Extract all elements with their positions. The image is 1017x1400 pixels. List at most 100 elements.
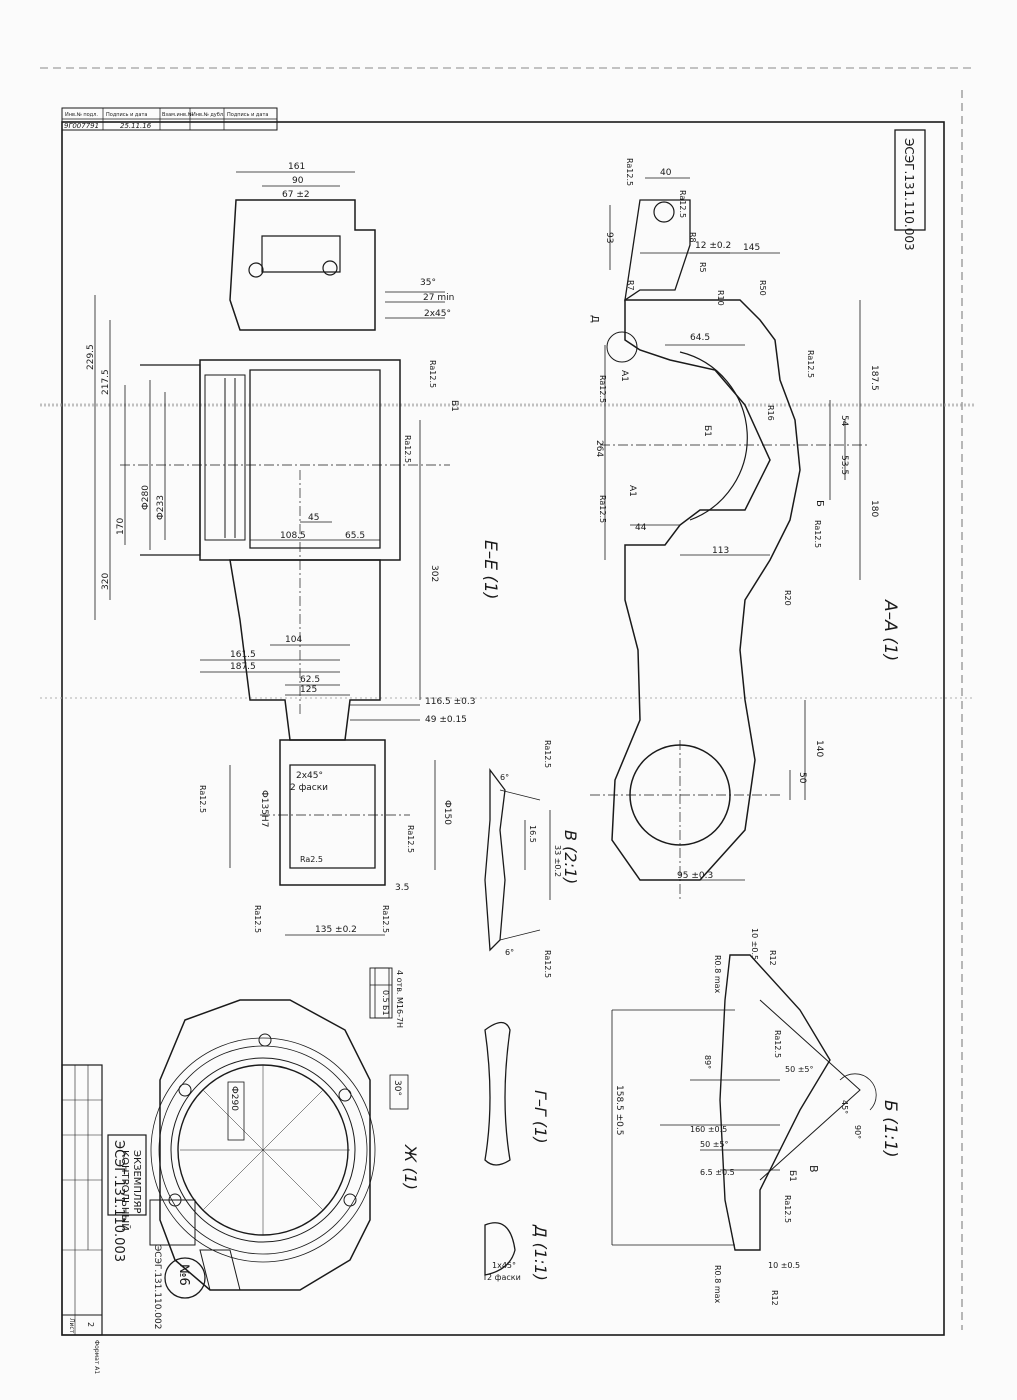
r-aa-10: R10 (716, 290, 725, 306)
dim-b-50b: 50 ±5° (700, 1140, 729, 1149)
dim-aa-264: 264 (594, 440, 604, 457)
stamp-text-1: КОНТРОЛЬНЫЙ (119, 1150, 132, 1231)
ra-aa-4: Ra12.5 (598, 375, 607, 403)
datum-d-aa: Д (589, 315, 600, 323)
dim-b-10: 10 ±0.5 (750, 928, 759, 960)
dim-d-ch2: 2 фаски (487, 1273, 521, 1282)
ra-aa-6: Ra12.5 (813, 520, 822, 548)
dim-62: 62.5 (300, 675, 320, 685)
dim-233: Ф233 (156, 495, 166, 520)
ra-v-1: Ra12.5 (543, 740, 552, 768)
dim-aa-140: 140 (814, 740, 824, 757)
view-b (611, 954, 877, 1251)
dim-aa-64: 64.5 (690, 333, 710, 343)
dim-125: 125 (300, 685, 317, 695)
strip-col2: Подпись и дата (106, 112, 147, 118)
dim-150: Ф150 (442, 800, 452, 825)
dim-b-45: 45° (840, 1100, 849, 1114)
dim-chamfer: 2x45° (296, 771, 323, 781)
drawing-frame (61, 121, 945, 1336)
dim-aa-180: 180 (869, 500, 879, 517)
strip-col5: Подпись и дата (227, 112, 268, 118)
dim-161b: 161.5 (230, 650, 256, 660)
dim-aa-40: 40 (660, 168, 672, 178)
dim-320: 320 (101, 573, 111, 590)
ra-ee-4: Ra12.5 (406, 825, 415, 853)
format-label: Формат А1 (93, 1340, 100, 1374)
dim-49: 49 ±0.15 (425, 715, 467, 725)
ra-ee-6: Ra12.5 (253, 905, 262, 933)
dim-b-90: 90° (853, 1125, 862, 1139)
ra-ee-3: Ra12.5 (198, 785, 207, 813)
doc-number-top: ЭСЭГ.131.110.003 (902, 138, 916, 251)
ra-b-2: Ra12.5 (783, 1195, 792, 1223)
dim-108: 108.5 (280, 531, 306, 541)
dim-187: 187.5 (230, 662, 256, 672)
dim-170: 170 (116, 518, 126, 535)
r-b-12b: R12 (770, 1290, 779, 1306)
r-aa-5: R5 (698, 262, 707, 273)
dim-302: 302 (429, 565, 439, 582)
r-aa-7: R7 (626, 280, 635, 291)
sheet-number: 2 (86, 1322, 95, 1327)
view-title-b: Б (1:1) (880, 1100, 900, 1158)
view-title-aa: А–А (1) (880, 599, 900, 661)
r-aa-8: R8 (688, 232, 697, 243)
dim-27min: 27 min (423, 293, 454, 303)
section-aa (590, 177, 870, 900)
view-title-zh: Ж (1) (401, 1144, 420, 1190)
datum-a1-aa-2: А1 (627, 485, 637, 497)
dim-b-160: 160 ±0.5 (690, 1125, 727, 1134)
ra-ee-1: Ra12.5 (428, 360, 437, 388)
dim-161: 161 (288, 162, 305, 172)
view-title-v: В (2:1) (561, 830, 580, 884)
dim-3-5: 3.5 (395, 883, 409, 893)
dim-229: 229.5 (86, 344, 96, 370)
dim-zh-tol: 0.5 (381, 990, 390, 1003)
view-d (484, 1222, 516, 1280)
datum-b1-b: Б1 (787, 1170, 797, 1182)
sheet-label: Лист (68, 1318, 75, 1334)
dim-b-89: 89° (703, 1055, 712, 1069)
view-title-d: Д (1:1) (531, 1224, 550, 1281)
ra-ee-7: Ra12.5 (381, 905, 390, 933)
dim-67: 67 ±2 (282, 190, 310, 200)
ra-aa-2: Ra12.5 (678, 190, 687, 218)
view-title-ee: Е–Е (1) (480, 540, 500, 599)
dim-65: 65.5 (345, 531, 365, 541)
dim-v-6a: 6° (500, 773, 509, 782)
dim-zh-holes: 4 отв. М16-7Н (395, 970, 404, 1028)
strip-col4: Инв.№ дубл. (192, 112, 225, 118)
dim-35deg: 35° (420, 278, 436, 288)
dim-aa-53: 53.5 (839, 455, 849, 475)
r-aa-20: R20 (783, 590, 792, 606)
strip-col1: Инв.№ подл. (65, 112, 98, 118)
dim-zh-phi: Ф290 (229, 1086, 239, 1111)
inv-number: 9Г007791 (64, 122, 99, 130)
ra-b-1: Ra12.5 (773, 1030, 782, 1058)
dim-90: 90 (292, 176, 304, 186)
dim-zh-30: 30° (392, 1080, 402, 1096)
r-aa-16: R16 (766, 405, 775, 421)
ra-aa-5: Ra12.5 (598, 495, 607, 523)
dim-116: 116.5 ±0.3 (425, 697, 475, 707)
view-gg (484, 1021, 511, 1166)
datum-b1-aa: Б1 (702, 425, 712, 437)
dim-45: 45 (308, 513, 319, 523)
dim-2x45: 2x45° (424, 309, 451, 319)
dim-v-16: 16.5 (528, 825, 537, 843)
dim-b-10b: 10 ±0.5 (768, 1261, 800, 1270)
strip-col3: Взам.инв.№ (162, 112, 194, 118)
dim-d-ch: 1x45° (492, 1261, 516, 1270)
strip-date: 25.11.16 (120, 122, 152, 130)
dim-aa-54: 54 (839, 415, 849, 427)
r-aa-50: R50 (758, 280, 767, 296)
r-b-12: R12 (768, 950, 777, 966)
dim-135h: Ф135Н7 (259, 790, 269, 827)
dim-chamfer-2: 2 фаски (290, 783, 328, 793)
revision-strip (61, 107, 278, 131)
dim-217: 217.5 (101, 369, 111, 395)
dim-aa-187: 187.5 (869, 365, 879, 391)
section-ee (94, 171, 450, 936)
